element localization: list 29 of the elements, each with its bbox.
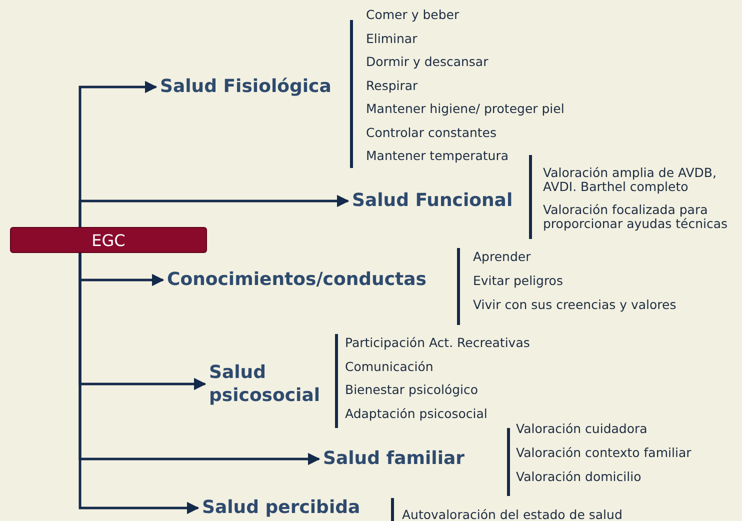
list-item: Participación Act. Recreativas: [345, 336, 530, 350]
list-item: Dormir y descansar: [366, 55, 488, 69]
list-item: Comer y beber: [366, 8, 460, 22]
category-heading: Conocimientos/conductas: [167, 268, 452, 291]
list-item: Mantener temperatura: [366, 149, 508, 163]
category-heading: Salud familiar: [323, 447, 483, 470]
list-item: Mantener higiene/ proteger piel: [366, 102, 564, 116]
list-item: Evitar peligros: [473, 274, 563, 288]
list-item: Valoración amplia de AVDB, AVDI. Barthel completo: [543, 166, 718, 194]
root-box: EGC: [10, 227, 207, 253]
category-heading: Salud percibida: [202, 496, 382, 519]
list-item: Eliminar: [366, 32, 418, 46]
category-heading: Salud psicosocial: [209, 361, 331, 407]
list-item: Bienestar psicológico: [345, 383, 478, 397]
list-item: Autovaloración del estado de salud: [402, 508, 622, 521]
list-item: Respirar: [366, 78, 418, 92]
list-item: Adaptación psicosocial: [345, 406, 488, 420]
arrow: [78, 253, 200, 514]
arrow: [78, 194, 350, 227]
list-item: Comunicación: [345, 360, 434, 374]
list-item: Valoración domicilio: [516, 470, 642, 484]
list-item: Controlar constantes: [366, 126, 496, 140]
list-item: Valoración focalizada para proporcionar ayudas técnicas: [543, 203, 729, 231]
list-item: Valoración cuidadora: [516, 422, 648, 436]
list-item: Vivir con sus creencias y valores: [473, 298, 676, 312]
category-heading: Salud Funcional: [352, 189, 524, 212]
list-item: Aprender: [473, 250, 531, 264]
category-heading: Salud Fisiológica: [160, 75, 345, 98]
list-item: Valoración contexto familiar: [516, 446, 692, 460]
